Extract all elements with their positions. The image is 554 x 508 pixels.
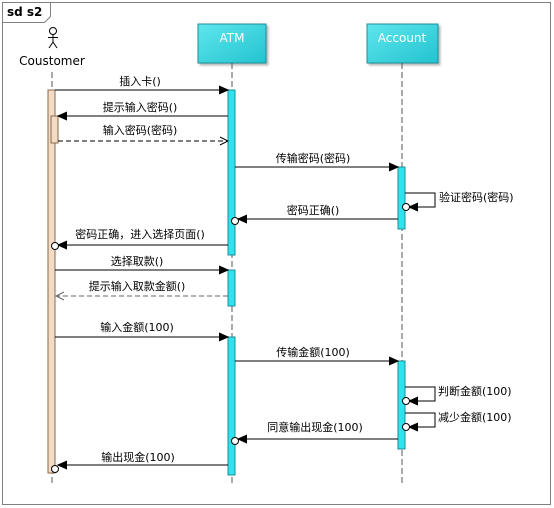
- lifeline-header-account: Account: [366, 23, 439, 64]
- activation-atm-3: [227, 336, 236, 476]
- message-label: 插入卡(): [119, 74, 161, 88]
- message-anchor: [402, 203, 410, 211]
- message-label: 传输金额(100): [276, 345, 350, 359]
- message-label: 输入金额(100): [100, 320, 174, 334]
- activation-atm-1: [227, 89, 236, 256]
- message-arrow: [405, 412, 436, 427]
- message-arrow: [405, 386, 436, 401]
- lifeline-header-atm: ATM: [197, 23, 267, 64]
- message-anchor: [51, 242, 59, 250]
- message-anchor: [231, 437, 239, 445]
- message-anchor: [231, 217, 239, 225]
- message-label: 选择取款(): [111, 254, 164, 268]
- message-label: 输入密码(密码): [103, 123, 178, 137]
- lifeline-name-account: Account: [378, 31, 427, 45]
- message-label: 密码正确(): [287, 203, 340, 217]
- message-label: 传输密码(密码): [276, 151, 351, 165]
- activation-account-2: [397, 360, 406, 450]
- message-label: 验证密码(密码): [439, 190, 514, 204]
- message-anchor: [402, 423, 410, 431]
- activation-account-1: [397, 166, 406, 230]
- message-anchor: [402, 397, 410, 405]
- message-label: 输出现金(100): [101, 450, 175, 464]
- message-label: 同意输出现金(100): [267, 420, 363, 434]
- activation-customer: [47, 89, 56, 474]
- lifeline-name-atm: ATM: [220, 31, 245, 45]
- activation-customer-nested: [50, 115, 59, 144]
- message-label: 提示输入密码(): [103, 100, 178, 114]
- frame-title: sd s2: [7, 5, 42, 19]
- frame-title-tab: [2, 2, 51, 23]
- message-label: 减少金额(100): [438, 410, 512, 424]
- message-label: 密码正确，进入选择页面(): [75, 227, 205, 241]
- activation-atm-2: [227, 269, 236, 307]
- message-arrow: [405, 192, 436, 207]
- message-label: 判断金额(100): [438, 384, 512, 398]
- message-label: 提示输入取款金额(): [89, 279, 186, 293]
- actor-name: Coustomer: [19, 54, 85, 68]
- message-anchor: [51, 465, 59, 473]
- actor-icon: [48, 27, 58, 49]
